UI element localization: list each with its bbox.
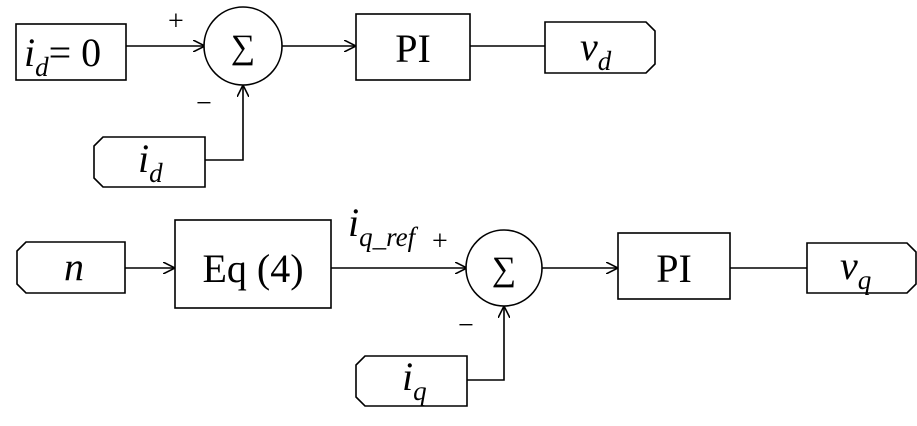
q-output-var: v [840, 243, 858, 288]
q-equation-block: Eq (4) [174, 219, 332, 309]
d-sigma-symbol: ∑ [231, 29, 255, 66]
svg-text:id= 0: id= 0 [24, 30, 101, 82]
q-pi-label: PI [656, 246, 692, 291]
q-reference-var: i [348, 200, 359, 245]
q-input-port: n [16, 241, 126, 294]
svg-text:vd: vd [580, 24, 612, 76]
d-axis-loop: id= 0 + ∑ PI vd [15, 6, 656, 188]
q-feedback-sub: q [413, 376, 427, 406]
d-output-sub: d [598, 46, 612, 76]
d-reference-rest: = 0 [49, 30, 102, 75]
d-reference-block: id= 0 [15, 23, 127, 82]
svg-text:iq_ref: iq_ref [348, 200, 419, 252]
q-pi-block: PI [617, 232, 731, 300]
d-feedback-port: id [93, 136, 206, 188]
q-feedback-wire [467, 307, 504, 381]
q-summer-minus-sign: − [458, 310, 474, 341]
d-feedback-wire [205, 86, 243, 161]
d-pi-block: PI [355, 13, 471, 81]
q-sigma-symbol: ∑ [492, 251, 516, 288]
q-summer-plus-sign: + [432, 226, 448, 257]
q-feedback-port: iq [355, 354, 468, 407]
d-feedback-var: i [138, 136, 149, 181]
q-feedback-var: i [402, 354, 413, 399]
d-output-port: vd [544, 21, 656, 76]
d-feedback-sub: d [149, 158, 163, 188]
q-axis-loop: n Eq (4) iq_ref + ∑ PI [16, 200, 917, 407]
d-summer-plus-sign: + [168, 6, 184, 37]
d-summing-junction: ∑ [203, 6, 283, 86]
svg-text:iq: iq [402, 354, 427, 406]
q-summing-junction: ∑ [465, 229, 543, 307]
q-reference-sub: q_ref [359, 222, 418, 252]
svg-text:id: id [138, 136, 163, 188]
q-equation-label: Eq (4) [202, 246, 303, 291]
d-summer-minus-sign: − [196, 88, 212, 119]
q-output-port: vq [806, 242, 917, 295]
d-pi-label: PI [395, 26, 431, 71]
d-reference-sub: d [35, 52, 49, 82]
q-output-sub: q [858, 265, 872, 295]
svg-text:vq: vq [840, 243, 871, 295]
q-input-var: n [64, 244, 84, 289]
d-reference-var: i [24, 30, 35, 75]
d-output-var: v [580, 24, 598, 69]
